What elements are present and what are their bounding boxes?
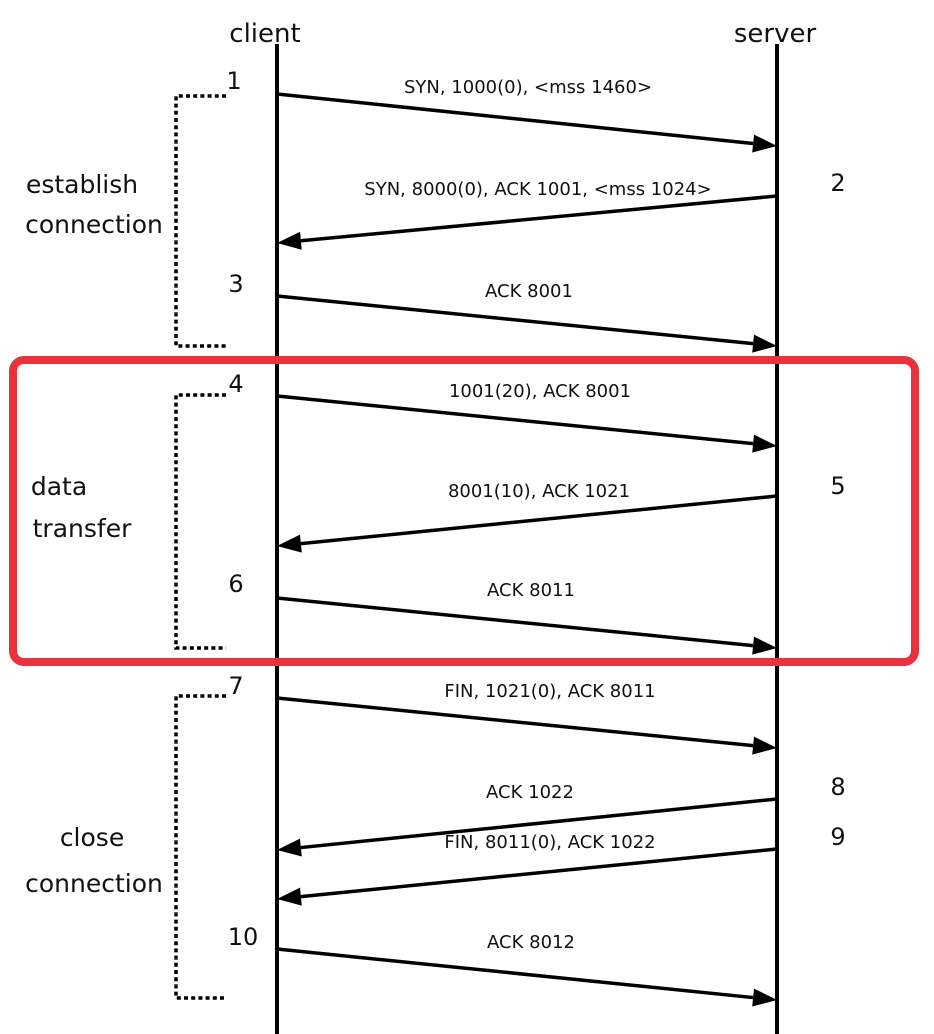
message-label-1: SYN, 1000(0), <mss 1460> [404,77,652,98]
message-arrow-2 [300,194,778,243]
message-arrow-3 [276,294,754,346]
data-transfer-label-line-2: transfer [33,514,132,543]
message-arrow-4 [276,394,754,446]
message-arrowhead-9 [277,887,302,906]
message-arrowhead-5 [277,534,302,553]
message-arrowhead-6 [752,636,777,655]
message-label-7: FIN, 1021(0), ACK 8011 [444,681,655,702]
close-connection-label-line-2: connection [25,869,163,898]
message-arrowhead-10 [752,988,777,1007]
message-label-2: SYN, 8000(0), ACK 1001, <mss 1024> [364,179,711,200]
message-label-6: ACK 8011 [487,580,575,601]
message-label-8: ACK 1022 [486,782,574,803]
close-connection-label: close connection [25,823,163,898]
data-transfer-label-line-1: data [31,472,87,501]
data-transfer-label: data transfer [31,472,132,543]
step-number-6: 6 [228,570,243,598]
establish-connection-label: establish connection [25,170,163,239]
establish-connection-label-line-2: connection [25,210,163,239]
data-transfer-bracket [174,393,226,650]
establish-connection-label-line-1: establish [26,170,138,199]
message-arrowhead-8 [277,838,302,857]
message-label-4: 1001(20), ACK 8001 [449,381,631,402]
message-arrow-8 [300,797,778,850]
step-number-4: 4 [228,370,243,398]
message-arrowhead-4 [752,434,777,453]
message-arrow-5 [300,494,778,546]
message-arrow-10 [276,947,754,1000]
message-arrow-9 [300,847,778,899]
highlight-box [9,356,919,666]
client-actor-label: client [229,19,300,49]
message-label-3: ACK 8001 [485,281,573,302]
message-arrowhead-2 [277,231,302,250]
message-arrow-7 [276,696,754,748]
message-label-5: 8001(10), ACK 1021 [448,481,630,502]
message-arrowhead-1 [752,134,777,153]
step-number-10: 10 [228,923,259,951]
establish-connection-bracket [174,94,226,348]
close-connection-bracket [174,694,226,1000]
step-number-3: 3 [228,270,243,298]
step-number-1: 1 [226,67,241,95]
message-arrow-1 [276,92,754,146]
message-label-10: ACK 8012 [487,932,575,953]
step-number-7: 7 [228,672,243,700]
message-arrowhead-3 [752,334,777,353]
step-number-8: 8 [830,773,845,801]
message-label-9: FIN, 8011(0), ACK 1022 [444,832,655,853]
step-number-9: 9 [830,823,845,851]
message-arrowhead-7 [752,736,777,755]
step-number-2: 2 [830,169,845,197]
close-connection-label-line-1: close [60,823,124,852]
message-arrow-6 [276,596,754,648]
step-number-5: 5 [830,472,845,500]
